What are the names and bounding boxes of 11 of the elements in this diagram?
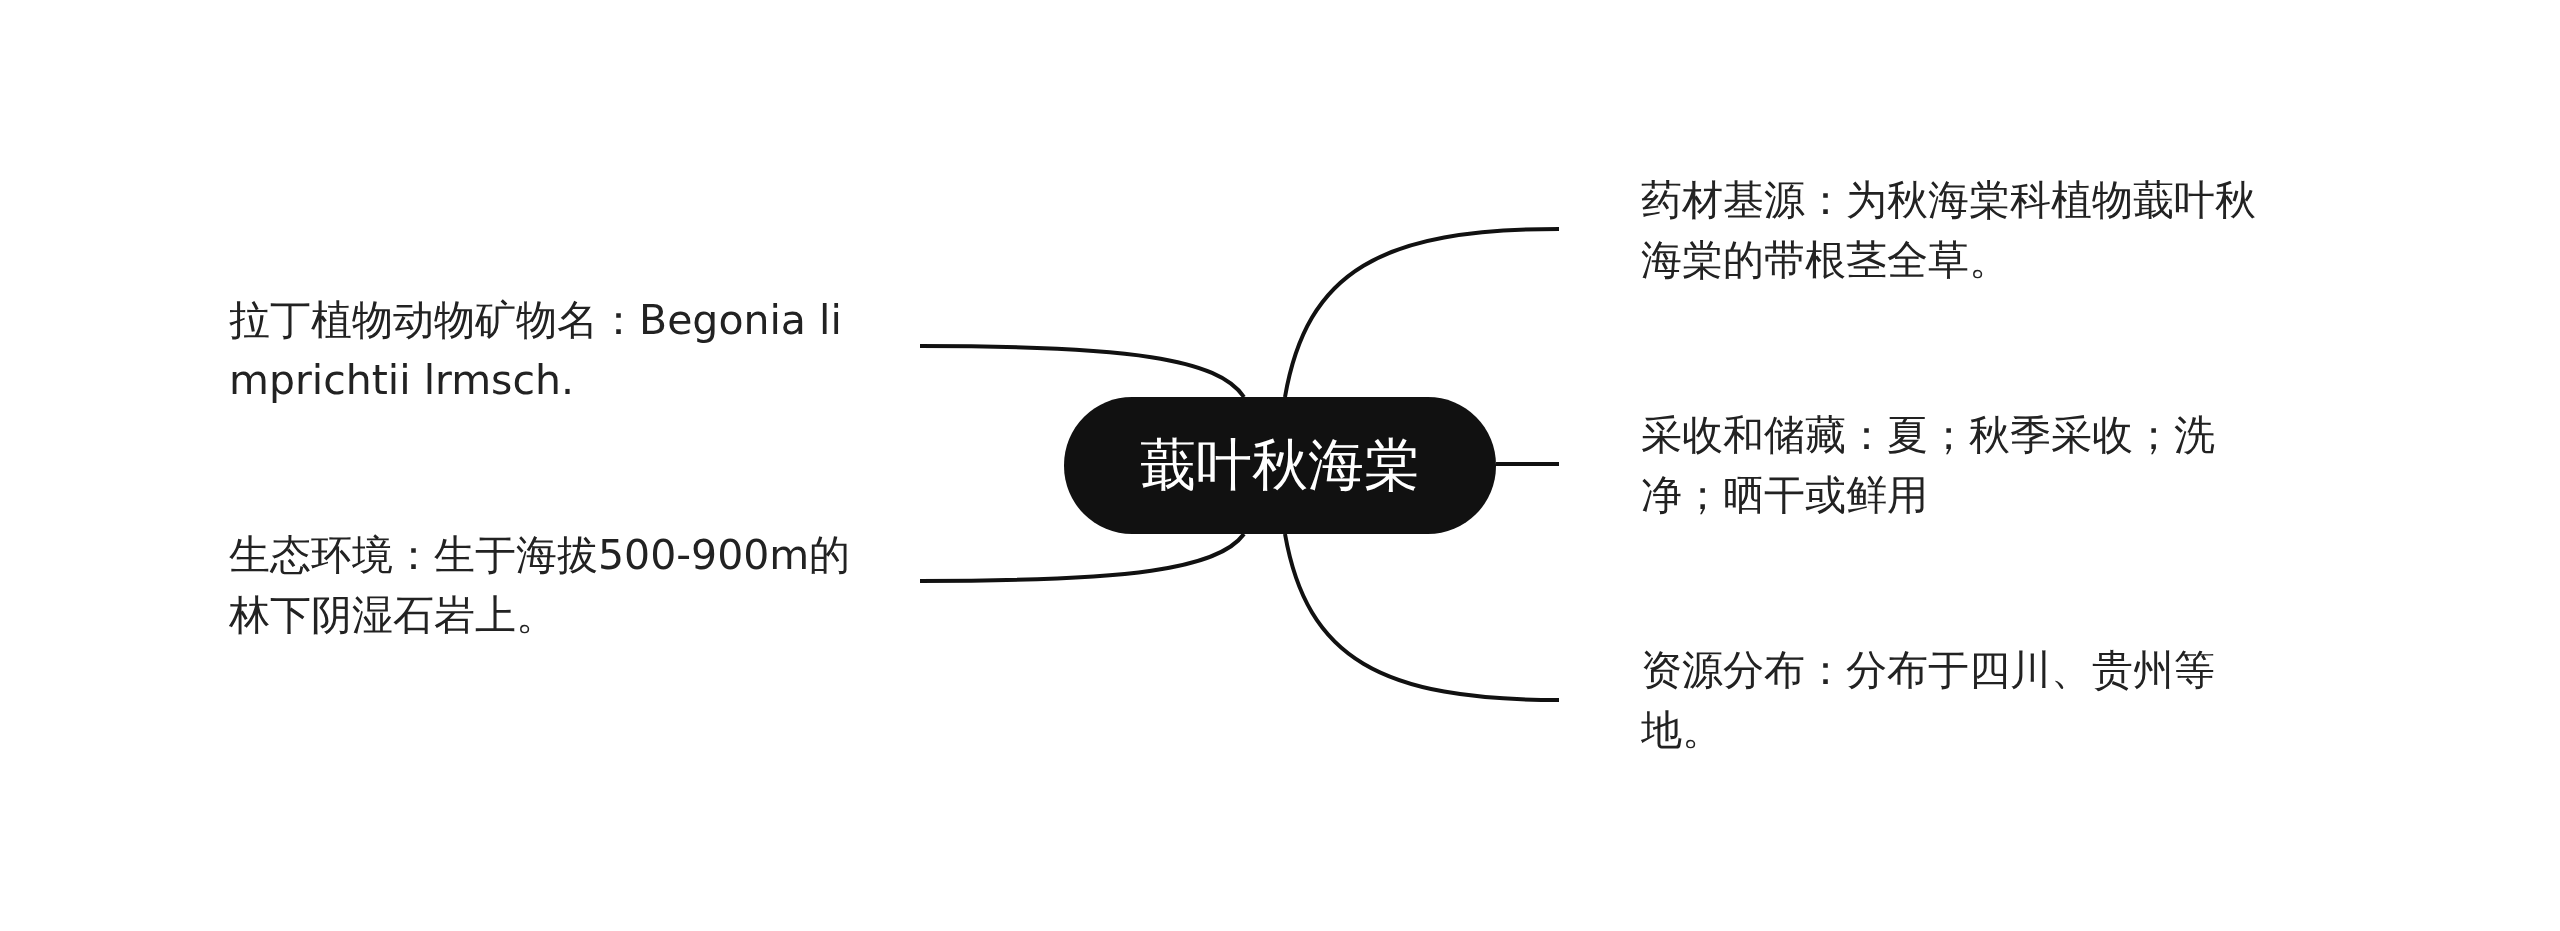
branch-text: 采收和储藏：夏；秋季采收；洗净；晒干或鲜用 bbox=[1640, 410, 2216, 521]
branch-text: 药材基源：为秋海棠科植物蕺叶秋海棠的带根茎全草。 bbox=[1640, 175, 2257, 286]
topic-text: 蕺叶秋海棠 bbox=[1140, 430, 1420, 499]
branch-connector bbox=[920, 532, 1246, 583]
branch-connector bbox=[1283, 227, 1560, 398]
branch-text: 生态环境：生于海拔500-900m的林下阴湿石岩上。 bbox=[229, 530, 852, 641]
branch-text: 拉丁植物动物矿物名：Begonia limprichtii lrmsch. bbox=[229, 295, 843, 406]
branch-text: 资源分布：分布于四川、贵州等地。 bbox=[1640, 645, 2216, 756]
branch-connector bbox=[920, 344, 1246, 399]
branch-connector bbox=[1496, 462, 1559, 466]
branch-connector bbox=[1283, 533, 1560, 702]
